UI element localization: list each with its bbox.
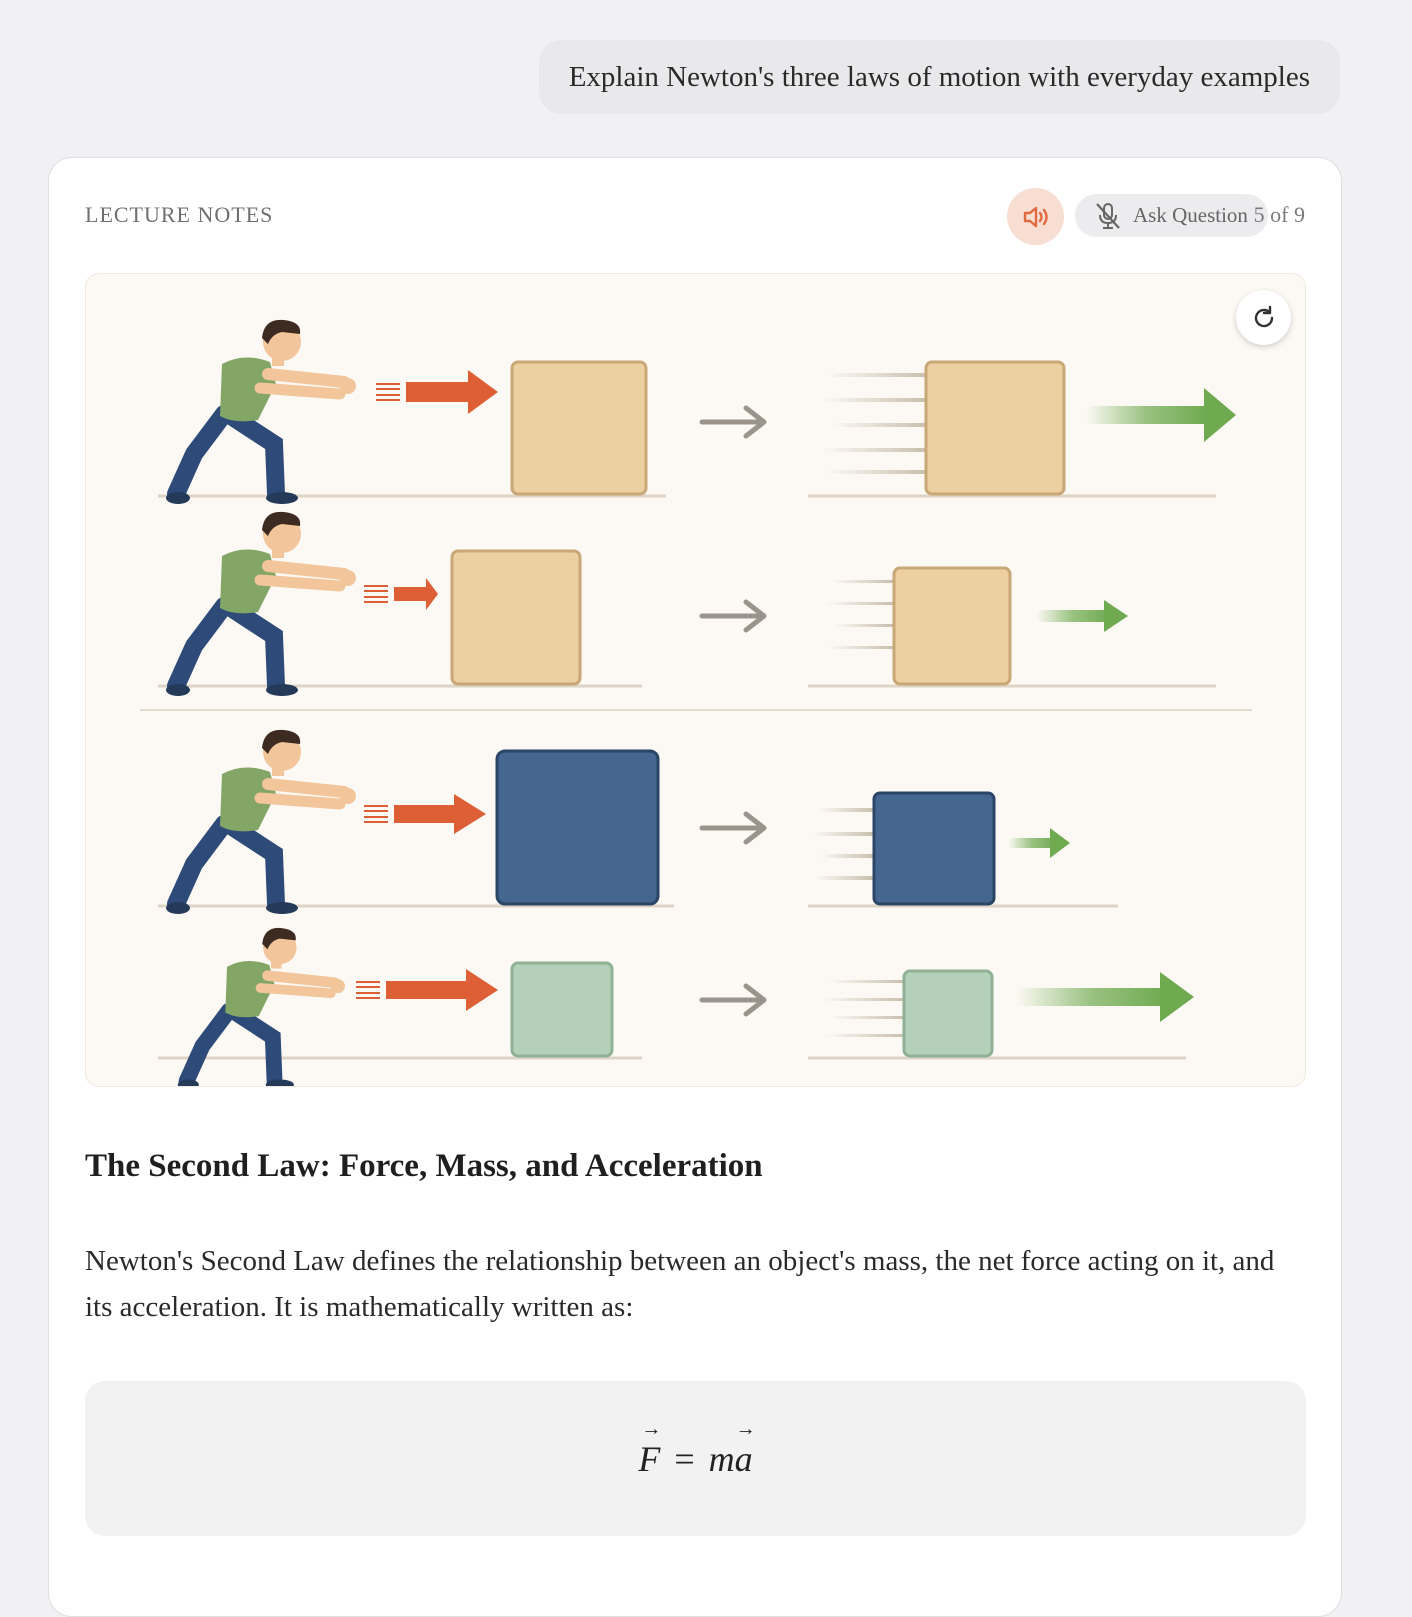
formula-equals: = xyxy=(674,1438,695,1479)
newton-second-law-illustration xyxy=(85,273,1306,1087)
box-tan-large xyxy=(510,360,648,496)
acceleration-arrow-row4 xyxy=(1016,972,1194,1022)
card-header: LECTURE NOTES Ask Question 5 of 9 xyxy=(85,158,1305,274)
section-label: LECTURE NOTES xyxy=(85,202,274,227)
acceleration-arrow-row1 xyxy=(1086,388,1236,442)
acceleration-arrow-row2 xyxy=(1036,600,1128,632)
box-tan-large-moving xyxy=(924,360,1066,496)
push-boxes-scene xyxy=(140,274,1252,1087)
speaker-button[interactable] xyxy=(1007,188,1064,245)
speaker-icon xyxy=(1023,206,1048,227)
box-blue-heavy xyxy=(495,749,660,906)
body-paragraph: Newton's Second Law defines the relation… xyxy=(85,1245,1275,1323)
user-message-bubble: Explain Newton's three laws of motion wi… xyxy=(538,40,1340,114)
user-message-text: Explain Newton's three laws of motion wi… xyxy=(568,61,1310,93)
formula-box: F = m a xyxy=(85,1381,1306,1536)
refresh-button[interactable] xyxy=(1236,290,1291,345)
mic-off-icon xyxy=(1096,202,1120,229)
box-tan-medium-moving xyxy=(892,566,1012,686)
acceleration-arrow-row3 xyxy=(1008,828,1070,858)
box-tan-medium xyxy=(450,549,582,686)
ask-question-button[interactable]: Ask Question xyxy=(1075,194,1268,237)
formula-mass: m xyxy=(708,1438,735,1479)
box-green-light xyxy=(510,961,614,1058)
person-pushing-row2 xyxy=(166,512,356,696)
lecture-notes-card: LECTURE NOTES Ask Question 5 of 9 xyxy=(48,157,1342,1617)
ask-question-label: Ask Question xyxy=(1133,203,1248,227)
box-green-light-moving xyxy=(902,969,994,1058)
refresh-icon xyxy=(1254,305,1273,327)
box-blue-heavy-moving xyxy=(872,791,996,906)
page-indicator: 5 of 9 xyxy=(1253,202,1305,227)
formula-force-vector: F xyxy=(638,1438,660,1480)
person-pushing-row4 xyxy=(178,928,345,1087)
person-pushing-row1 xyxy=(166,320,356,504)
formula-acceleration-vector: a xyxy=(735,1438,753,1480)
section-heading: The Second Law: Force, Mass, and Acceler… xyxy=(85,1148,763,1184)
person-pushing-row3 xyxy=(166,730,356,914)
